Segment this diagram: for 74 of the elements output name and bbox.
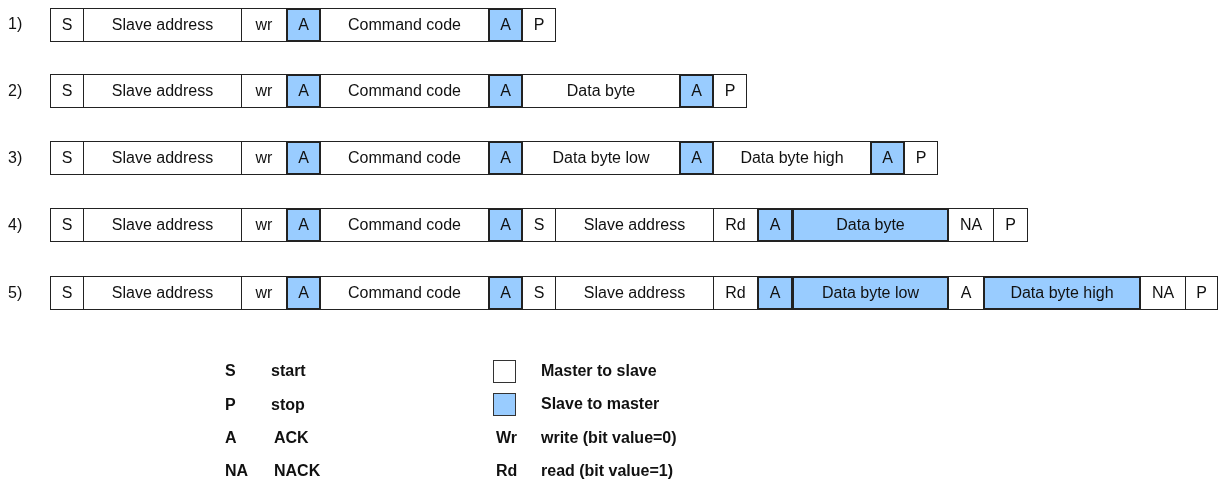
master-field-cell: Command code — [320, 276, 489, 310]
slave-field-cell: A — [679, 141, 714, 175]
master-field-cell: wr — [241, 276, 287, 310]
slave-field-cell: A — [757, 276, 793, 310]
slave-field-cell: A — [286, 141, 321, 175]
master-field-cell: S — [522, 276, 556, 310]
slave-field-cell: A — [488, 141, 523, 175]
master-field-cell: P — [993, 208, 1028, 242]
row-number: 1) — [8, 15, 23, 33]
master-field-cell: Data byte high — [713, 141, 871, 175]
master-field-cell: NA — [948, 208, 994, 242]
master-field-cell: P — [904, 141, 938, 175]
slave-field-cell: A — [679, 74, 714, 108]
master-field-cell: Slave address — [555, 276, 714, 310]
slave-field-cell: A — [286, 208, 321, 242]
master-field-cell: Slave address — [83, 8, 242, 42]
master-field-cell: Slave address — [83, 141, 242, 175]
slave-field-cell: A — [488, 276, 523, 310]
slave-field-cell: A — [488, 74, 523, 108]
master-field-cell: Command code — [320, 141, 489, 175]
master-field-cell: Rd — [713, 276, 758, 310]
row-number: 4) — [8, 216, 23, 234]
legend-text: Slave to master — [541, 395, 660, 413]
master-field-cell: Data byte low — [522, 141, 680, 175]
master-field-cell: Rd — [713, 208, 758, 242]
slave-field-cell: Data byte high — [983, 276, 1141, 310]
master-field-cell: S — [50, 208, 84, 242]
slave-field-cell: A — [286, 74, 321, 108]
slave-field-cell: Data byte — [792, 208, 949, 242]
master-field-cell: Slave address — [83, 276, 242, 310]
legend-text: S — [225, 362, 236, 380]
legend-text: NACK — [274, 462, 321, 480]
legend-text: start — [271, 362, 306, 380]
slave-field-cell: A — [488, 208, 523, 242]
slave-field-cell: A — [488, 8, 523, 42]
master-field-cell: S — [50, 276, 84, 310]
legend-text: Rd — [496, 462, 518, 480]
master-field-cell: wr — [241, 74, 287, 108]
master-field-cell: Slave address — [83, 208, 242, 242]
slave-field-cell: A — [870, 141, 905, 175]
legend-text: write (bit value=0) — [541, 429, 677, 447]
master-field-cell: NA — [1140, 276, 1186, 310]
legend-text: Wr — [496, 429, 518, 447]
row-number: 3) — [8, 149, 23, 167]
legend-text: ACK — [274, 429, 309, 447]
row-number: 2) — [8, 82, 23, 100]
master-field-cell: S — [50, 141, 84, 175]
legend-text: read (bit value=1) — [541, 462, 674, 480]
row-number: 5) — [8, 284, 23, 302]
master-field-cell: Slave address — [83, 74, 242, 108]
master-field-cell: S — [50, 74, 84, 108]
master-field-cell: P — [1185, 276, 1218, 310]
master-field-cell: S — [50, 8, 84, 42]
master-field-cell: Command code — [320, 8, 489, 42]
master-field-cell: wr — [241, 8, 287, 42]
master-field-cell: Command code — [320, 208, 489, 242]
legend-text: stop — [271, 396, 305, 414]
slave-field-cell: A — [286, 276, 321, 310]
master-field-cell: Command code — [320, 74, 489, 108]
master-field-cell: Slave address — [555, 208, 714, 242]
legend-text: A — [225, 429, 237, 447]
master-field-cell: wr — [241, 208, 287, 242]
slave-field-cell: A — [286, 8, 321, 42]
legend-text: Master to slave — [541, 362, 657, 380]
legend-text: P — [225, 396, 236, 414]
master-field-cell: wr — [241, 141, 287, 175]
master-field-cell: Data byte — [522, 74, 680, 108]
slave-field-cell: Data byte low — [792, 276, 949, 310]
master-field-cell: A — [948, 276, 984, 310]
slave-field-cell: A — [757, 208, 793, 242]
master-field-cell: S — [522, 208, 556, 242]
master-field-cell: P — [713, 74, 747, 108]
master-field-cell: P — [522, 8, 556, 42]
legend-text: NA — [225, 462, 249, 480]
